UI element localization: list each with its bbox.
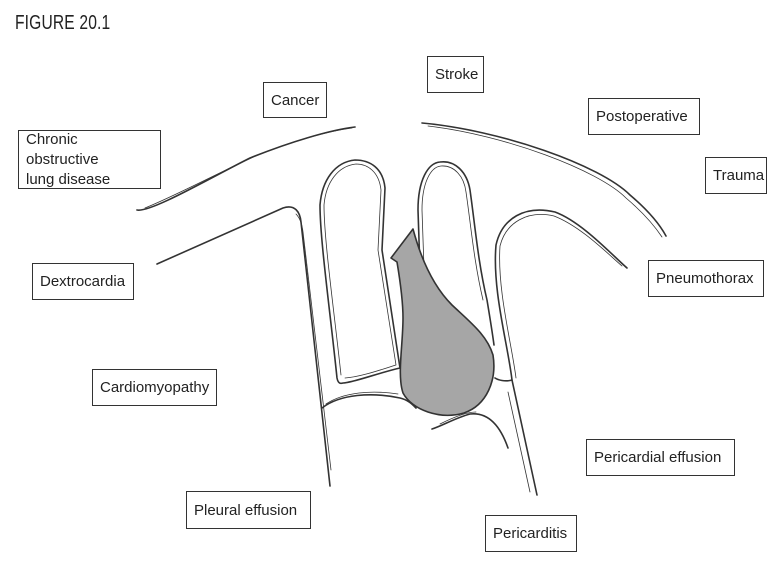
diaphragm-left: [321, 394, 417, 409]
right-shoulder-line: [421, 122, 667, 237]
right-lung-inner: [421, 165, 484, 301]
left-shoulder-line: [136, 126, 356, 211]
heart-shape: [390, 228, 495, 417]
left-lung-outline: [319, 159, 401, 385]
cardiomyopathy-label: Cardiomyopathy: [92, 369, 217, 406]
left-shoulder-line-inner: [144, 127, 353, 209]
copd-label: Chronic obstructive lung disease: [18, 130, 161, 189]
dextrocardia-label: Dextrocardia: [32, 263, 134, 300]
diaphragm-right-inner: [439, 411, 477, 425]
right-pleura-outline: [494, 209, 628, 382]
trauma-label: Trauma: [705, 157, 767, 194]
right-chest-wall-inner: [507, 391, 531, 493]
pleural-effusion-label: Pleural effusion: [186, 491, 311, 529]
diaphragm-right: [431, 413, 509, 449]
pericardial-effusion-label: Pericardial effusion: [586, 439, 735, 476]
left-chest-wall-inner: [295, 213, 332, 471]
stroke-label: Stroke: [427, 56, 484, 93]
pneumothorax-label: Pneumothorax: [648, 260, 764, 297]
left-lung-inner: [323, 163, 397, 379]
right-chest-wall: [511, 379, 538, 496]
right-shoulder-line-inner: [427, 125, 663, 238]
cancer-label: Cancer: [263, 82, 327, 118]
left-chest-wall: [156, 206, 331, 487]
diaphragm-left-inner: [325, 391, 399, 405]
postoperative-label: Postoperative: [588, 98, 700, 135]
figure-title: FIGURE 20.1: [15, 12, 111, 34]
right-pleura-inner: [499, 214, 623, 379]
pericarditis-label: Pericarditis: [485, 515, 577, 552]
right-lung-outline: [417, 161, 495, 346]
